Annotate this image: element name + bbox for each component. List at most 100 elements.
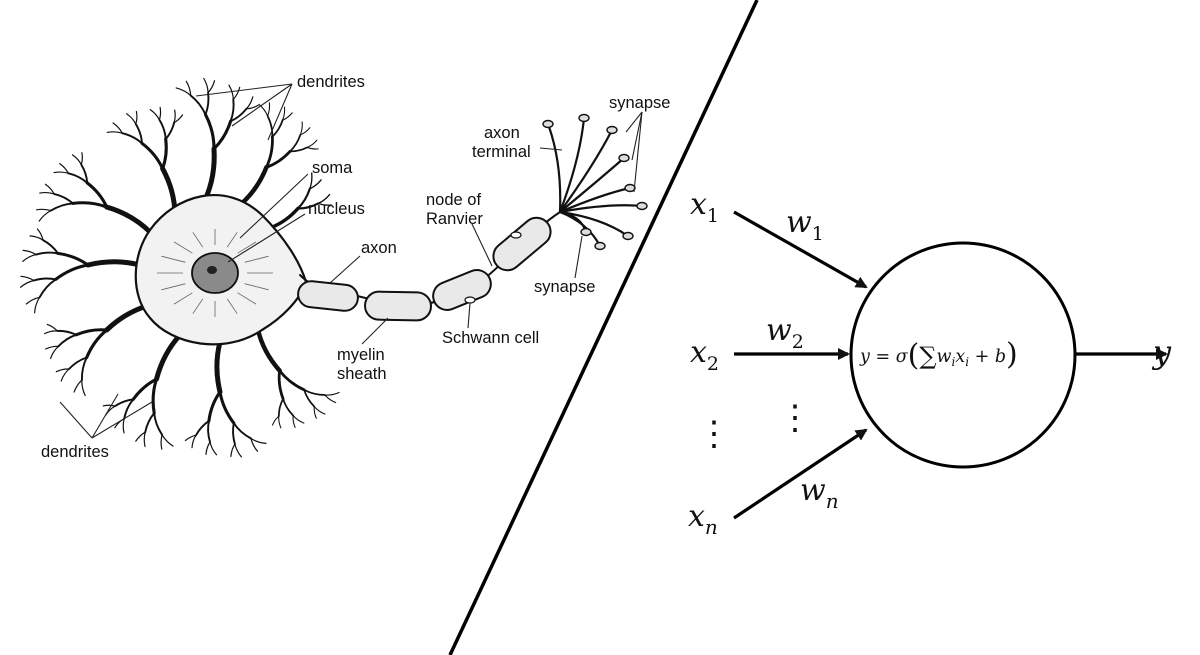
- dendrite-branch: [296, 187, 311, 210]
- axon-leader: [329, 255, 361, 284]
- dendrite-branch: [207, 419, 211, 443]
- axon-terminal-branch: [558, 156, 626, 214]
- dendrite-branch: [205, 441, 211, 455]
- dendrite-branch: [175, 87, 192, 97]
- dendrite-branch: [71, 201, 109, 209]
- axon-terminal-branch: [546, 122, 562, 214]
- dendrite-branch: [85, 181, 109, 209]
- dendrite-branch: [46, 323, 58, 332]
- dendrite-branch: [80, 356, 88, 382]
- dendrite-branch: [289, 134, 302, 153]
- dendrite-branch: [232, 422, 236, 446]
- dendrite-branch: [282, 106, 286, 121]
- input-x2-base: x: [690, 335, 707, 370]
- dendrite-branch: [250, 437, 259, 452]
- dendrite-branch: [32, 277, 57, 282]
- dendrite-branch: [114, 398, 135, 408]
- soma-hatch-line: [226, 298, 238, 314]
- dendrite-branch: [212, 119, 233, 151]
- dendrite-branch: [53, 171, 69, 174]
- dendrite-branch: [81, 379, 86, 397]
- label-nucleus: nucleus: [308, 200, 365, 218]
- dendrite-branch: [324, 394, 337, 404]
- dendrite-branch: [289, 146, 309, 153]
- node-of-ranvier-leader: [471, 223, 493, 267]
- myelin-segment: [297, 280, 359, 312]
- dendrite-branch: [292, 414, 296, 428]
- synaptic-bouton: [542, 119, 554, 129]
- axon-terminal-branch: [558, 128, 614, 214]
- dendrite-branch: [85, 259, 143, 268]
- soma-hatch-line: [173, 292, 193, 305]
- dendrite-branch: [22, 249, 37, 256]
- dendrite-branch: [158, 106, 162, 121]
- myelin-segment: [492, 216, 552, 272]
- dendrite-branch: [232, 422, 252, 440]
- dendrite-branch: [185, 80, 192, 97]
- input-x2: x2: [690, 335, 719, 375]
- formula-plus: +: [969, 347, 995, 367]
- dendrite-branch: [265, 135, 274, 169]
- schwann-cell-nucleus: [464, 296, 476, 304]
- formula-sum: ∑: [919, 342, 936, 370]
- label-axon: axon: [361, 239, 397, 257]
- dendrite-branch: [149, 109, 160, 121]
- label-synapse-top: synapse: [609, 94, 670, 112]
- dendrite-branch: [303, 389, 326, 396]
- dendrite-branch: [74, 328, 109, 337]
- weight-wn: wn: [800, 473, 839, 513]
- dendrite-branch: [104, 204, 153, 235]
- dendrite-branch: [80, 163, 89, 184]
- dendrite-branch: [55, 368, 70, 373]
- dendrite-branch: [38, 210, 52, 222]
- dendrite-branch: [36, 208, 52, 212]
- synaptic-bouton: [622, 231, 634, 241]
- dendrite-branch: [271, 415, 280, 426]
- dendrite-branch: [277, 398, 284, 417]
- soma-leader: [239, 173, 309, 239]
- label-axon-terminal-line1: axon: [484, 124, 520, 142]
- axon-terminal-branches: [542, 113, 648, 251]
- dendrite-branch: [237, 165, 269, 208]
- weight-wn-base: w: [800, 473, 826, 508]
- dendrite-branch: [112, 122, 123, 134]
- output-y: y: [1151, 333, 1172, 371]
- dendrites-top-leader: [231, 83, 293, 127]
- dendrite-branch: [20, 275, 35, 282]
- dendrite-branch: [19, 279, 35, 288]
- dendrite-branch: [258, 103, 269, 117]
- dendrite-branch: [60, 368, 70, 382]
- soma-hatch-line: [173, 241, 193, 254]
- label-node-of-ranvier-line1: node of: [426, 191, 481, 209]
- dendrite-branch: [191, 434, 197, 449]
- dendrite-branch: [229, 98, 235, 123]
- dendrite-branch: [218, 390, 236, 425]
- label-myelin-sheath-line2: sheath: [337, 365, 387, 383]
- soma-hatch-line: [226, 232, 238, 248]
- dendrite-branch: [161, 137, 168, 171]
- myelin-segments: [297, 216, 552, 322]
- dendrite-branch: [36, 228, 44, 241]
- dendrite-branch: [29, 235, 44, 241]
- label-dendrites-bottom: dendrites: [41, 443, 109, 461]
- dendrite-branch: [85, 328, 109, 360]
- dendrite-branch: [202, 146, 217, 203]
- dendrite-branch: [309, 179, 322, 190]
- dendrite-branch: [324, 391, 340, 396]
- soma-hatch-line: [244, 283, 269, 291]
- dendrites-bottom-leader: [91, 393, 119, 439]
- formula-lparen: (: [908, 338, 920, 373]
- formula-y: y: [859, 347, 871, 367]
- soma-hatch-line: [161, 255, 186, 263]
- input-xn-base: x: [688, 499, 705, 534]
- label-myelin-sheath-line1: myelin: [337, 346, 385, 364]
- dendrite-branch: [228, 84, 234, 100]
- weight-w1-base: w: [786, 205, 812, 240]
- dendrite-branch: [35, 251, 59, 256]
- weight-w1: w1: [786, 205, 824, 245]
- dendrite-branch: [151, 377, 159, 415]
- myelin-segment: [432, 269, 492, 311]
- dendrite-branch: [25, 296, 41, 305]
- myelin-segment: [364, 290, 432, 322]
- label-axon-terminal-line2: terminal: [472, 143, 531, 161]
